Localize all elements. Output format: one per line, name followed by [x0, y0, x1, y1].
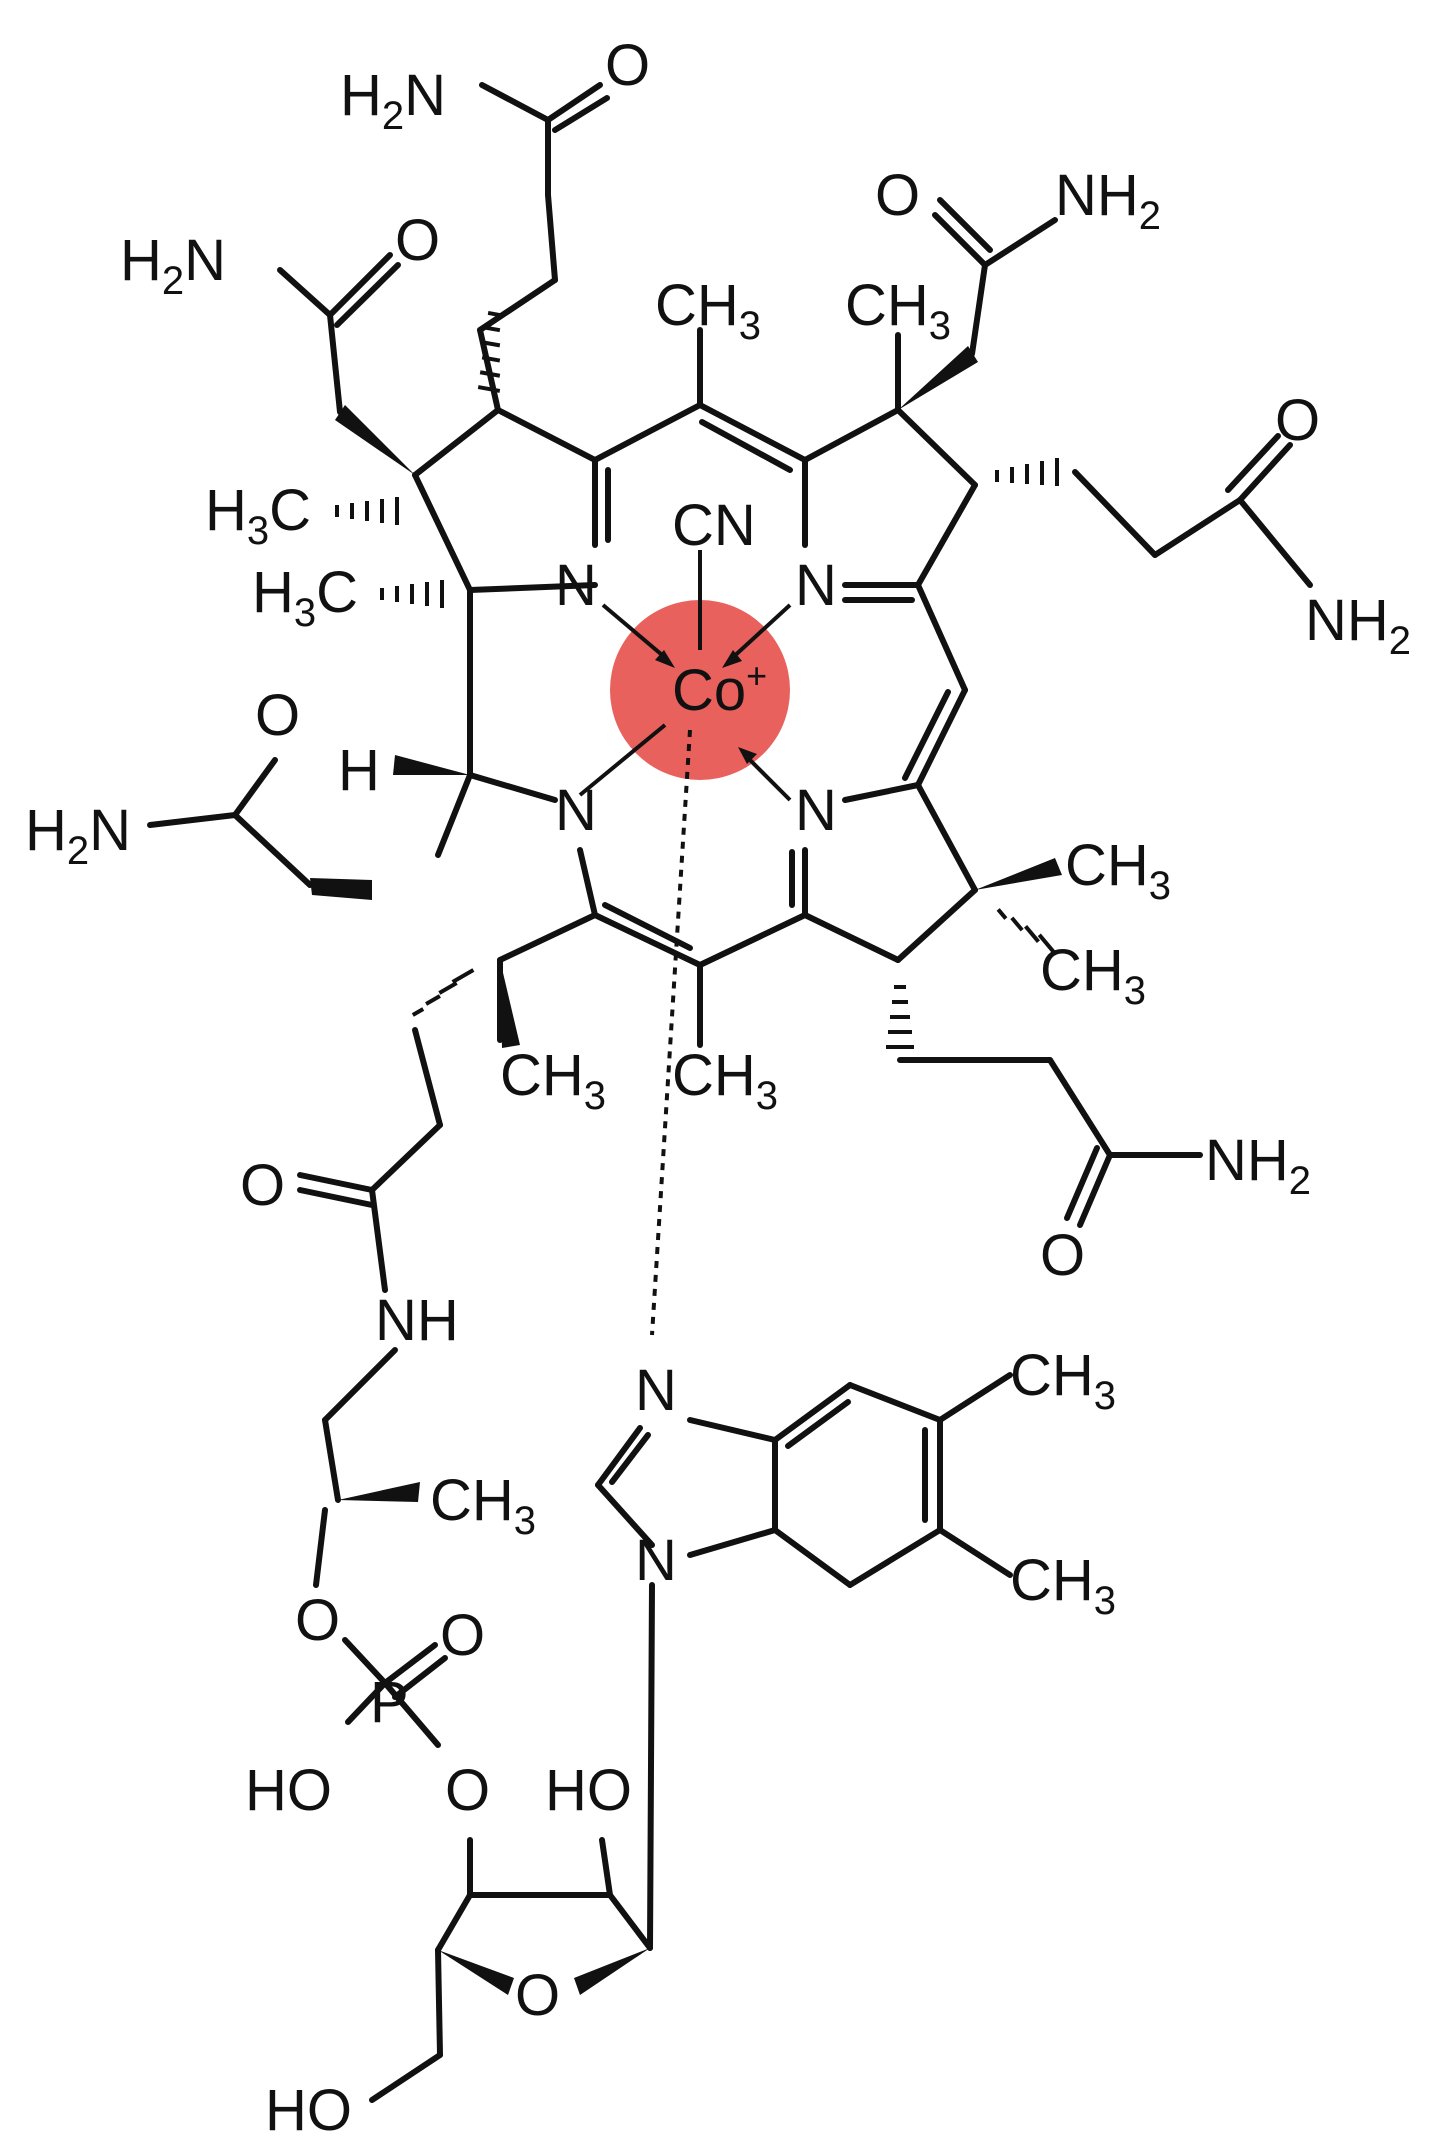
cyanide-ligand-label: CN	[672, 493, 756, 558]
methyl-c15-label: CH3	[672, 1043, 778, 1118]
ribose-ring-oxygen-label: O	[515, 1963, 560, 2028]
atom-labels: Co+ CN N N N N H2N O H2N O O NH2 O NH2 C…	[25, 33, 1411, 2143]
phosphate-hydroxyl-label: HO	[245, 1758, 332, 1823]
ester-oxygen-lower-label: O	[445, 1758, 490, 1823]
phosphoryl-oxygen-label: O	[440, 1603, 485, 1668]
substituent-bonds	[147, 82, 1313, 2103]
methyl-c5-label: CH3	[655, 273, 761, 348]
amide-top-right-label: NH2	[1055, 163, 1161, 238]
methyl-ring-c-upper-label: CH3	[1065, 833, 1171, 908]
carbonyl-top-left-label: O	[395, 208, 440, 273]
corrin-ring-bonds	[412, 402, 978, 968]
dimethyl-upper-label: CH3	[1010, 1343, 1116, 1418]
ribose-hydroxyl-label: HO	[545, 1758, 632, 1823]
methyl-ring-d-label: CH3	[500, 1043, 606, 1118]
hydrogen-label: H	[338, 738, 380, 803]
methyl-ring-c-lower-label: CH3	[1040, 938, 1146, 1013]
dimethyl-lower-label: CH3	[1010, 1548, 1116, 1623]
methyl-left-lower-label: H3C	[252, 560, 358, 635]
ribose-ch2oh-label: HO	[265, 2078, 352, 2143]
coordination-bonds	[578, 550, 792, 1336]
amide-lower-right-label: NH2	[1205, 1128, 1311, 1203]
amide-nh-label: NH	[375, 1288, 459, 1353]
carbonyl-top-center-label: O	[605, 33, 650, 98]
ester-oxygen-upper-label: O	[295, 1588, 340, 1653]
carbonyl-right-label: O	[1275, 388, 1320, 453]
nitrogen-label-d: N	[555, 778, 597, 843]
carbonyl-top-right-label: O	[875, 163, 920, 228]
nitrogen-label-b: N	[795, 553, 837, 618]
amide-right-label: NH2	[1305, 588, 1411, 663]
benzimidazole-n1-label: N	[635, 1528, 677, 1593]
nitrogen-label-c: N	[795, 778, 837, 843]
carbonyl-lower-right-label: O	[1040, 1223, 1085, 1288]
carbonyl-loop-label: O	[240, 1153, 285, 1218]
benzimidazole-n3-label: N	[635, 1358, 677, 1423]
phosphorus-label: P	[370, 1670, 409, 1735]
cobalt-label: Co+	[672, 655, 767, 723]
amide-top-left-label: H2N	[120, 228, 226, 303]
methyl-propanol-label: CH3	[430, 1468, 536, 1543]
methyl-left-upper-label: H3C	[205, 478, 311, 553]
amide-top-center-label: H2N	[340, 63, 446, 138]
carbonyl-left-fragment-label: O	[255, 683, 300, 748]
nitrogen-label-a: N	[555, 553, 597, 618]
methyl-ring-b-label: CH3	[845, 273, 951, 348]
amide-left-fragment-label: H2N	[25, 798, 131, 873]
